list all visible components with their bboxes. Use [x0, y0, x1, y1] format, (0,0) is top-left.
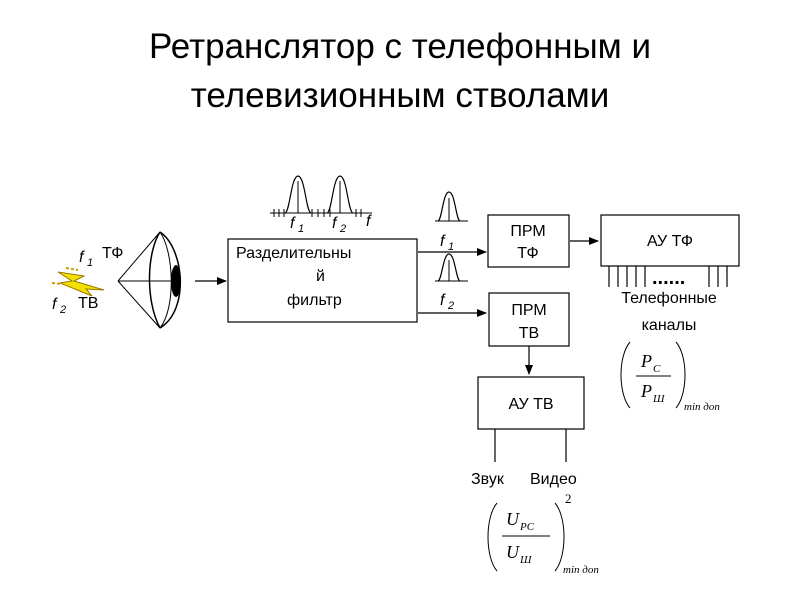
- spectrum-f-axis-label: f: [366, 213, 372, 230]
- au-tf-dots: ......: [652, 267, 685, 289]
- input-f1-label: f: [79, 249, 85, 266]
- branch-f1-sub: 1: [448, 241, 454, 253]
- formula-tf-num: P: [640, 351, 652, 371]
- au-tv-outputs: [494, 429, 567, 462]
- branch-f2-label: f: [440, 292, 446, 309]
- prm-tv-line-2: ТВ: [519, 325, 539, 342]
- au-tv-block: АУ ТВ: [477, 376, 585, 430]
- input-tf-label: ТФ: [102, 245, 123, 262]
- antenna-dish-icon: [117, 231, 181, 329]
- formula-tv-num-sub: PC: [519, 521, 535, 533]
- title-line-1: Ретранслятор с телефонным и: [148, 27, 652, 66]
- prm-tf-line-1: ПРМ: [510, 223, 545, 240]
- separating-filter-block: Разделительны й фильтр: [227, 238, 418, 323]
- formula-tf: P C P Ш min доп: [620, 341, 720, 413]
- spectrum-top: f 1 f 2 f: [270, 175, 372, 235]
- filter-line-1: Разделительны: [236, 245, 351, 262]
- spectrum-f1-sub: 1: [298, 223, 304, 235]
- page-title: Ретранслятор с телефонным и телевизионны…: [0, 22, 800, 120]
- formula-tv-den: U: [506, 542, 520, 562]
- formula-tf-den-sub: Ш: [652, 393, 665, 405]
- lightning-icon: [51, 267, 105, 297]
- branch-f1-label: f: [440, 233, 446, 250]
- au-tf-output-channels: [608, 266, 728, 287]
- formula-tf-den: P: [640, 381, 652, 401]
- tv-output-sound: Звук: [471, 471, 505, 488]
- au-tf-block: АУ ТФ: [600, 214, 740, 267]
- prm-tv-line-1: ПРМ: [511, 302, 546, 319]
- formula-tv: U PC U Ш 2 min доп: [487, 491, 599, 576]
- formula-tv-den-sub: Ш: [519, 554, 532, 566]
- branch-f2-sub: 2: [447, 300, 454, 312]
- telephone-channels-line-2: каналы: [642, 317, 697, 334]
- formula-tf-num-sub: C: [653, 363, 661, 375]
- spectrum-f1-label: f: [290, 215, 296, 232]
- spectrum-f2-sub: 2: [339, 223, 346, 235]
- au-tv-label: АУ ТВ: [508, 396, 553, 413]
- au-tf-label: АУ ТФ: [647, 233, 693, 250]
- formula-tv-subscript: min доп: [563, 564, 599, 576]
- input-tv-label: ТВ: [78, 295, 98, 312]
- prm-tf-line-2: ТФ: [517, 245, 538, 262]
- formula-tv-num: U: [506, 509, 520, 529]
- prm-tv-block: ПРМ ТВ: [488, 292, 570, 347]
- prm-tf-block: ПРМ ТФ: [487, 214, 570, 268]
- spectrum-f1-branch: f 1: [435, 191, 468, 253]
- input-f2-label: f: [52, 296, 58, 313]
- filter-line-3: фильтр: [287, 292, 342, 309]
- title-line-2: телевизионным стволами: [190, 76, 610, 115]
- filter-line-2: й: [316, 268, 325, 285]
- formula-tv-power: 2: [565, 491, 572, 506]
- input-signal-labels: f 1 ТФ f 2 ТВ: [52, 245, 123, 316]
- telephone-channels-line-1: Телефонные: [621, 290, 717, 307]
- input-f1-sub: 1: [87, 257, 93, 269]
- spectrum-f2-branch: f 2: [435, 253, 468, 312]
- formula-tf-subscript: min доп: [684, 401, 720, 413]
- tv-output-video: Видео: [530, 471, 577, 488]
- input-f2-sub: 2: [59, 304, 66, 316]
- spectrum-f2-label: f: [332, 215, 338, 232]
